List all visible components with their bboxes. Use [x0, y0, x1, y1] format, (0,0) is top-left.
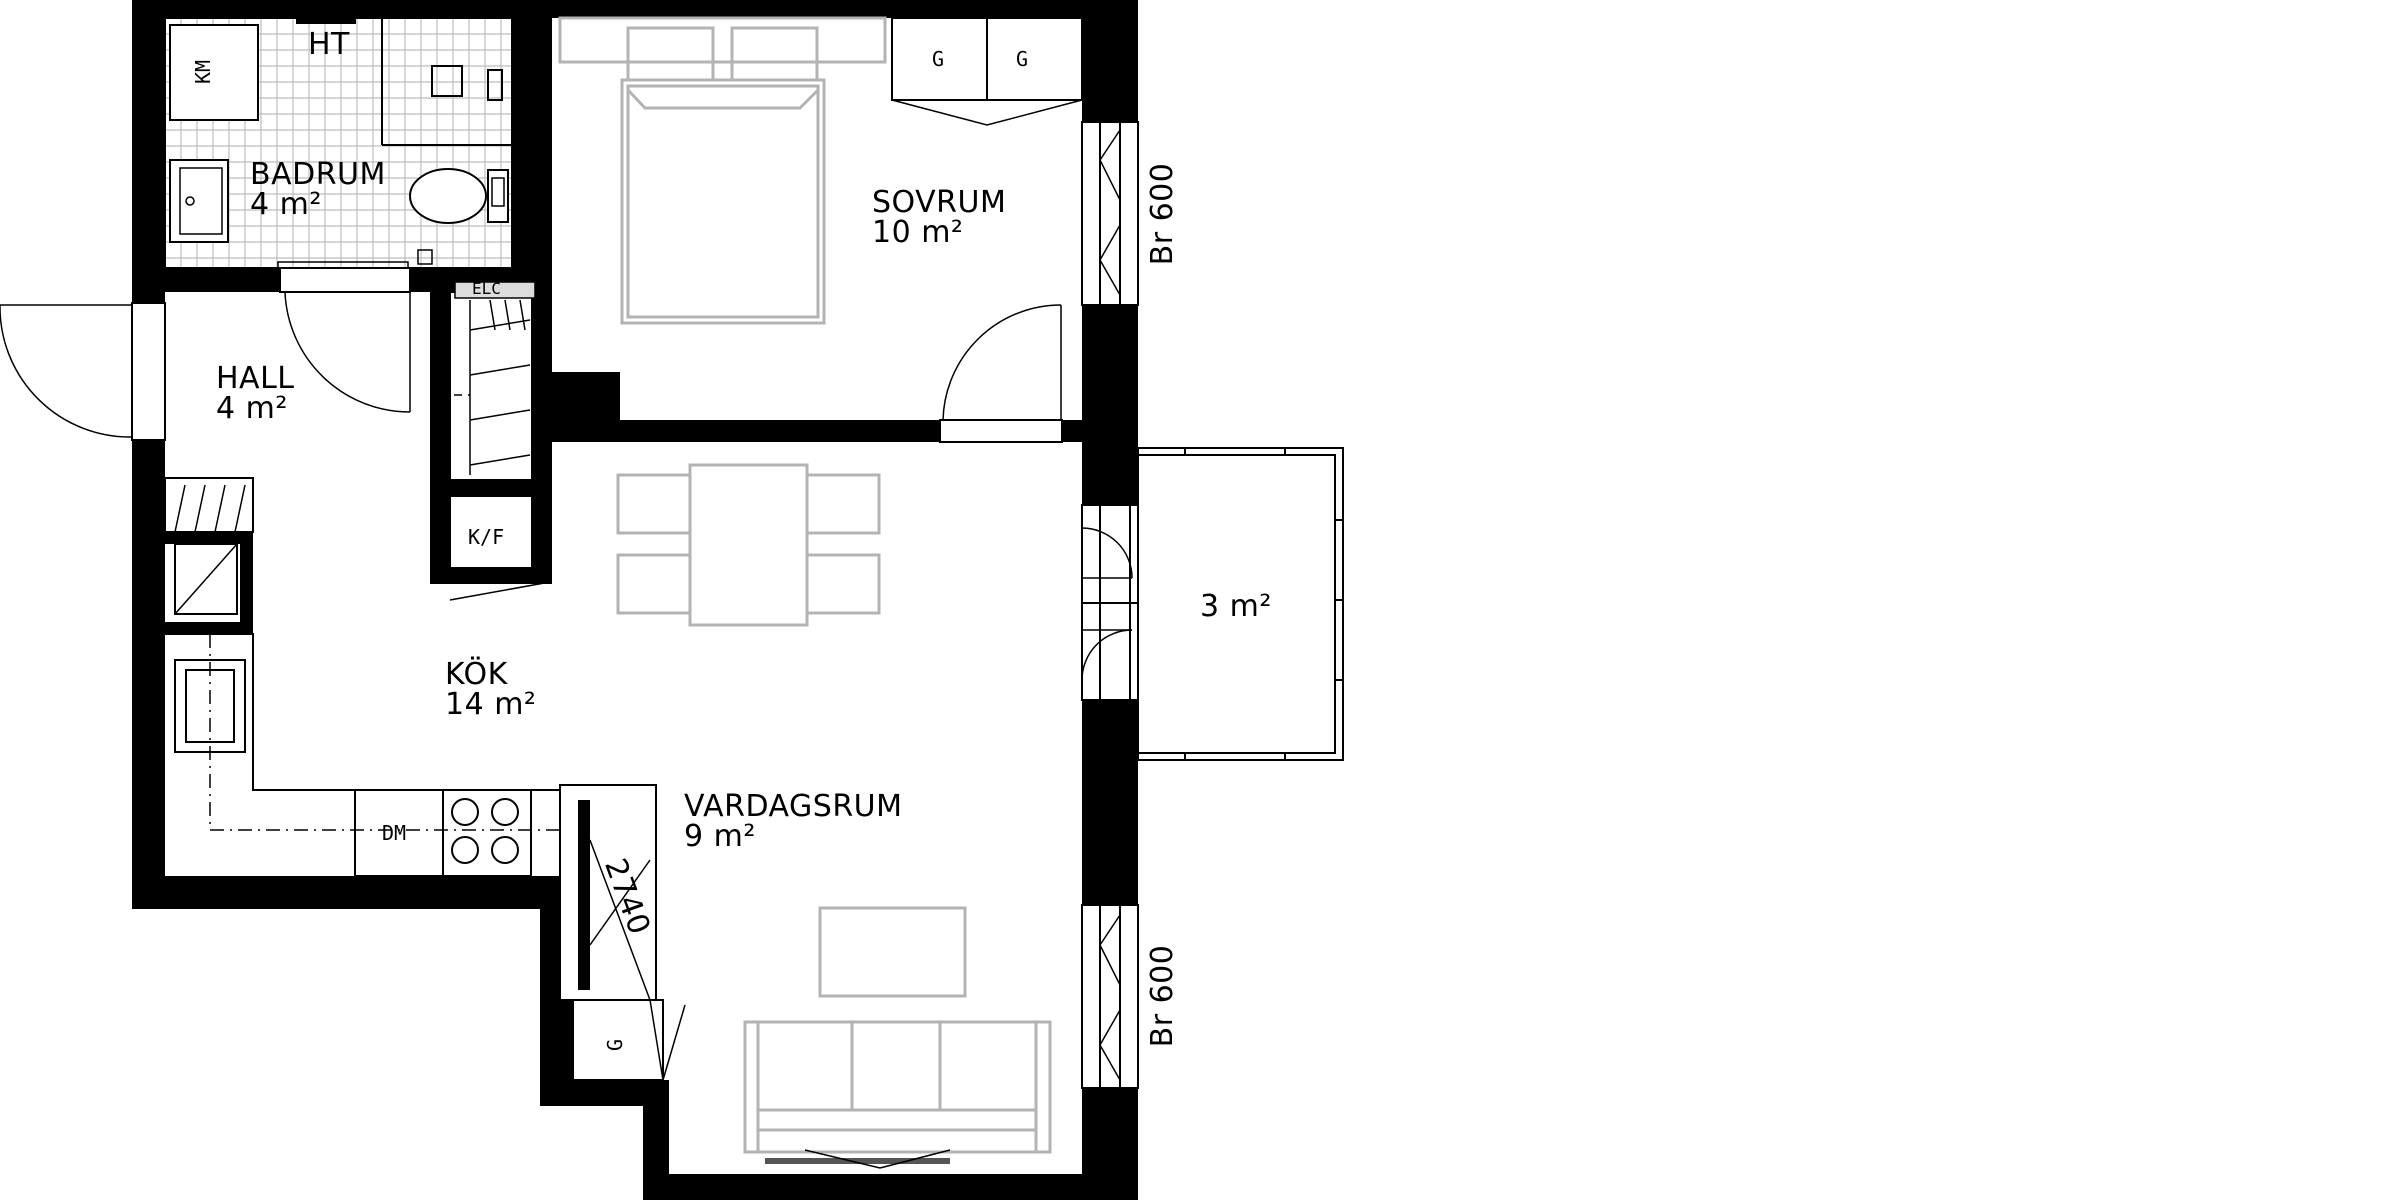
bedroom-door	[939, 304, 1063, 443]
dining-table	[616, 463, 881, 627]
bathroom-door	[279, 267, 411, 413]
kf-label: K/F	[468, 525, 504, 549]
wardrobe-g1-label: G	[932, 47, 944, 71]
bed	[558, 16, 887, 325]
window-lower-label: Br 600	[1145, 945, 1180, 1048]
wardrobe	[891, 17, 1083, 126]
wardrobe-g2-label: G	[1016, 47, 1028, 71]
tv-unit	[559, 784, 686, 1081]
fridge-freezer	[449, 495, 551, 601]
cabinet-g3-label: G	[603, 1039, 627, 1051]
elc-label: ELC	[472, 279, 501, 298]
hall-area: 4 m²	[216, 391, 288, 426]
fixture-labels: HT KM ELC K/F DM G G G	[191, 27, 1028, 1051]
window-upper	[1081, 121, 1139, 306]
km-label: KM	[191, 60, 215, 84]
room-labels: BADRUM 4 m² SOVRUM 10 m² HALL 4 m² KÖK 1…	[216, 157, 1272, 854]
badrum-area: 4 m²	[250, 187, 322, 222]
badrum-label: BADRUM	[250, 157, 386, 192]
hall-shelf	[164, 477, 254, 615]
vardagsrum-label: VARDAGSRUM	[684, 789, 903, 824]
sofa	[743, 1020, 1052, 1169]
sovrum-area: 10 m²	[872, 215, 963, 250]
coffee-table	[818, 906, 967, 998]
window-upper-label: Br 600	[1145, 163, 1180, 266]
hall-wardrobe	[440, 281, 536, 481]
kok-label: KÖK	[445, 656, 509, 692]
bathroom-fixtures	[164, 17, 513, 269]
kok-area: 14 m²	[445, 687, 536, 722]
vardagsrum-area: 9 m²	[684, 819, 756, 854]
ht-label: HT	[308, 27, 350, 62]
kitchen-counter	[165, 633, 560, 877]
window-lower	[1081, 904, 1139, 1089]
hall-label: HALL	[216, 361, 295, 396]
balcony-door	[1081, 445, 1139, 701]
balkong-area: 3 m²	[1200, 589, 1272, 624]
window-labels: Br 600 Br 600	[1145, 163, 1180, 1048]
sovrum-label: SOVRUM	[872, 185, 1006, 220]
dm-label: DM	[382, 821, 406, 845]
entrance-door	[0, 302, 166, 441]
